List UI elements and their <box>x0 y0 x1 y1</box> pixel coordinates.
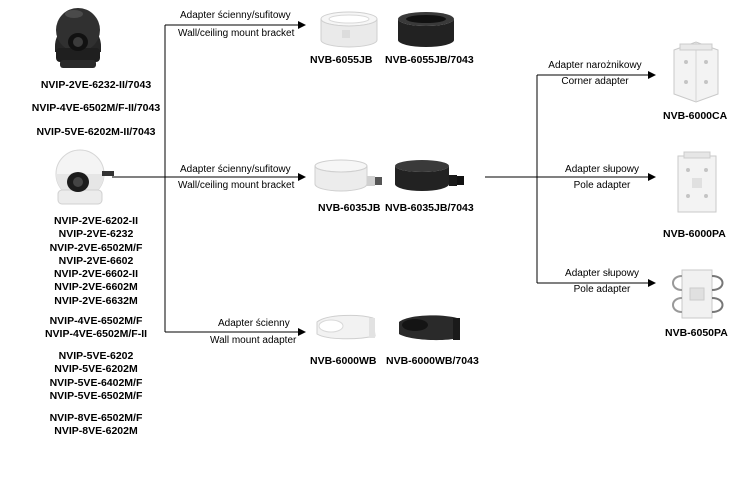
model-group-2mp: NVIP-2VE-6202-II NVIP-2VE-6232 NVIP-2VE-… <box>28 215 164 308</box>
model-item: NVIP-2VE-6602M <box>54 281 138 294</box>
branch3-label-pl: Adapter ścienny <box>218 318 290 329</box>
branch2-label-pl: Adapter ścienny/sufitowy <box>180 164 291 175</box>
model-item: NVIP-5VE-6402M/F <box>49 376 143 389</box>
product-label: NVB-6000WB/7043 <box>386 355 479 367</box>
model-item: NVIP-2VE-6502M/F <box>49 241 143 254</box>
corner-adapter-icon <box>673 41 719 103</box>
model-item: NVIP-5VE-6502M/F <box>49 389 143 402</box>
branch1-label-pl: Adapter ścienny/sufitowy <box>180 10 291 21</box>
product-label: NVB-6000CA <box>663 110 728 122</box>
model-item: NVIP-2VE-6232 <box>58 228 134 241</box>
dome-camera-dark-icon <box>55 8 101 68</box>
model-group-8mp: NVIP-8VE-6502M/F NVIP-8VE-6202M <box>28 412 164 439</box>
top-model-2: NVIP-4VE-6502M/F-II/7043 <box>31 102 161 114</box>
model-item: NVIP-5VE-6202M <box>54 363 138 376</box>
branch1-label-en: Wall/ceiling mount bracket <box>178 28 295 39</box>
model-item: NVIP-8VE-6502M/F <box>49 412 143 424</box>
product-label: NVB-6055JB/7043 <box>385 54 474 66</box>
secondary1-label-pl: Adapter narożnikowy <box>548 60 642 71</box>
junction-box-white-icon <box>320 11 378 48</box>
product-label: NVB-6000WB <box>310 355 377 367</box>
product-label: NVB-6035JB/7043 <box>385 202 474 214</box>
junction-box-dark-icon <box>398 12 454 47</box>
model-item: NVIP-2VE-6202-II <box>53 215 139 227</box>
secondary3-label-pl: Adapter słupowy <box>565 268 639 279</box>
model-group-4mp: NVIP-4VE-6502M/F NVIP-4VE-6502M/F-II <box>28 315 164 342</box>
model-item: NVIP-4VE-6502M/F <box>49 315 143 327</box>
secondary2-label-pl: Adapter słupowy <box>565 164 639 175</box>
model-group-5mp: NVIP-5VE-6202 NVIP-5VE-6202M NVIP-5VE-64… <box>28 350 164 403</box>
top-model-3: NVIP-5VE-6202M-II/7043 <box>36 126 156 138</box>
model-item: NVIP-2VE-6602-II <box>53 268 139 281</box>
product-label: NVB-6055JB <box>310 54 373 66</box>
branch2-label-en: Wall/ceiling mount bracket <box>178 180 295 191</box>
wall-mount-white-icon <box>316 314 376 340</box>
secondary3-label-en: Pole adapter <box>573 284 631 295</box>
product-label: NVB-6000PA <box>663 228 726 240</box>
wall-mount-dark-icon <box>399 315 460 341</box>
model-item: NVIP-8VE-6202M <box>54 425 138 438</box>
model-item: NVIP-5VE-6202 <box>58 350 134 362</box>
junction-box-white-icon <box>314 159 382 192</box>
branch3-label-en: Wall mount adapter <box>210 335 297 346</box>
model-item: NVIP-2VE-6632M <box>54 294 138 307</box>
dome-camera-white-icon <box>55 149 114 205</box>
secondary2-label-en: Pole adapter <box>573 180 631 191</box>
junction-box-dark-icon <box>395 160 464 191</box>
product-label: NVB-6035JB <box>318 202 381 214</box>
secondary1-label-en: Corner adapter <box>561 76 629 87</box>
model-item: NVIP-4VE-6502M/F-II <box>44 328 148 341</box>
pole-clamp-adapter-icon <box>672 269 724 319</box>
pole-adapter-icon <box>677 151 717 213</box>
top-model-1: NVIP-2VE-6232-II/7043 <box>40 79 152 91</box>
model-item: NVIP-2VE-6602 <box>58 254 134 267</box>
product-label: NVB-6050PA <box>665 327 728 339</box>
